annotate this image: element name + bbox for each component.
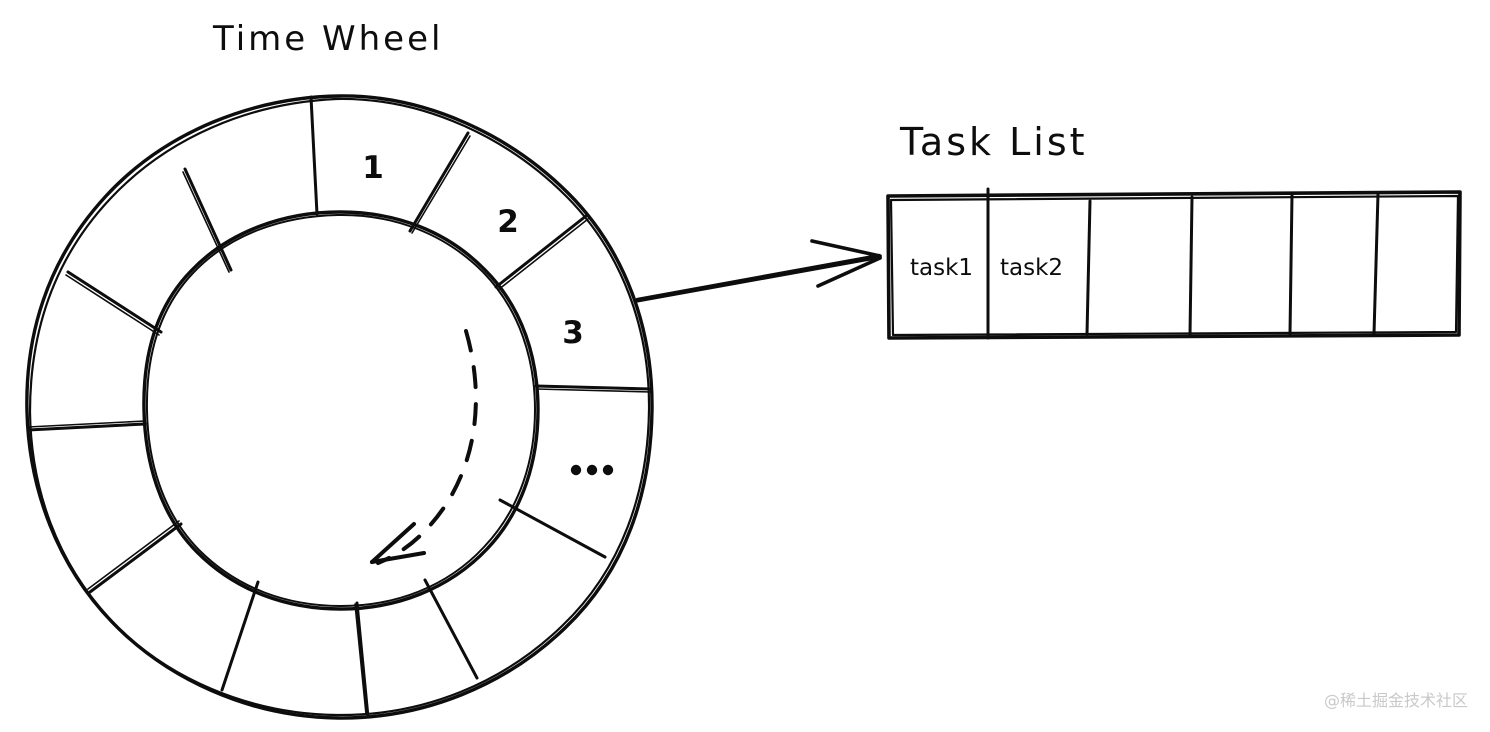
- task-list-box: [886, 190, 1462, 340]
- task-list-cell-dividers: [986, 187, 1380, 340]
- wheel-slot-label-2: 2: [497, 204, 519, 240]
- wheel-to-tasklist-arrow: [634, 239, 882, 303]
- time-wheel-spokes: [26, 95, 653, 719]
- task-list-cell-0[interactable]: task1: [910, 255, 973, 281]
- wheel-slot-label-ellipsis: •••: [570, 464, 614, 476]
- time-wheel-outer-circle: [25, 94, 654, 720]
- wheel-rotation-arrow: [370, 329, 478, 565]
- time-wheel-title: Time Wheel: [212, 19, 443, 59]
- wheel-slot-label-3: 3: [562, 315, 584, 351]
- task-list-cell-1[interactable]: task2: [1000, 255, 1063, 281]
- task-list-title: Task List: [899, 120, 1088, 164]
- watermark: @稀土掘金技术社区: [1324, 691, 1468, 710]
- time-wheel-inner-circle: [142, 210, 540, 611]
- wheel-slot-label-1: 1: [362, 150, 384, 186]
